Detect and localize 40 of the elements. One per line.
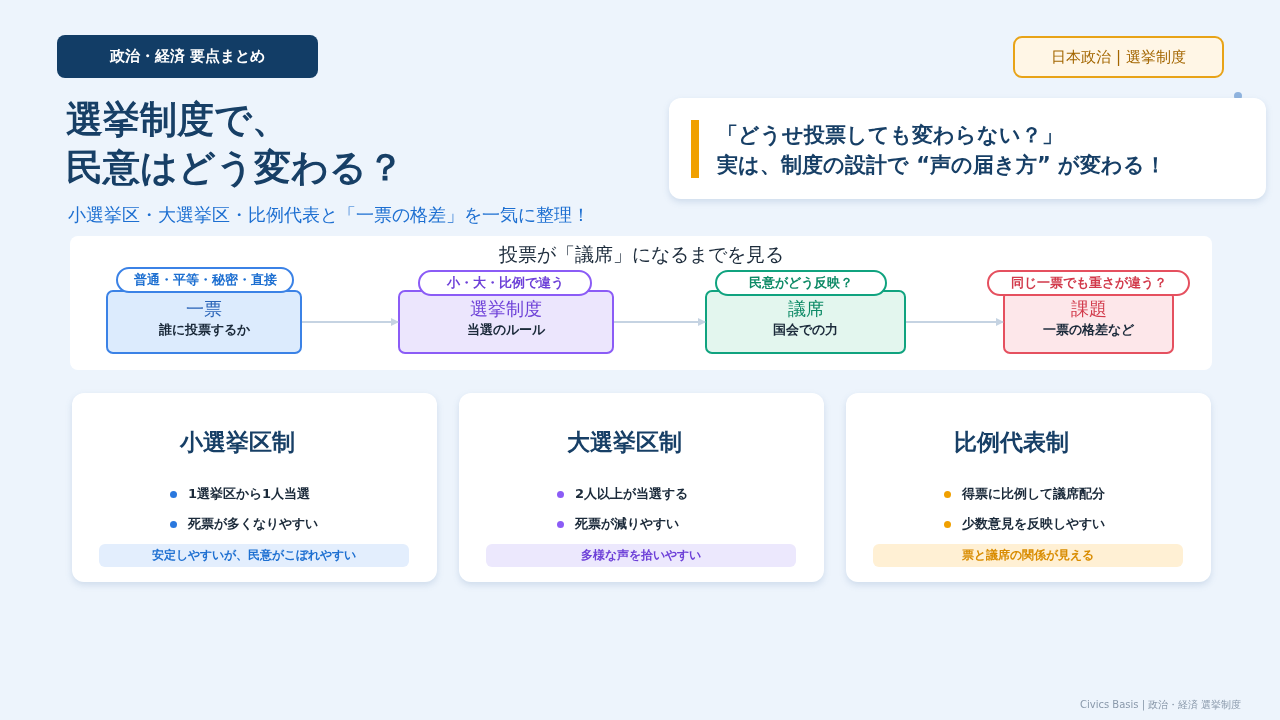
bullet-item: 1選挙区から1人当選 <box>170 485 318 503</box>
card-heading: 大選挙区制 <box>565 428 683 457</box>
tag-pill: 民意がどう反映？ <box>715 270 887 296</box>
footer-text: Civics Basis | 政治・経済 選挙制度 <box>1080 698 1242 712</box>
title: 選挙制度で、民意はどう変わる？ <box>66 97 405 191</box>
header-badge: 政治・経済 要点まとめ <box>57 35 318 78</box>
box-title: 一票 <box>186 298 222 320</box>
note-banner: 多様な声を拾いやすい <box>486 544 796 567</box>
flow-panel <box>70 236 1212 370</box>
card-heading: 小選挙区制 <box>178 428 296 457</box>
card-heading: 比例代表制 <box>952 428 1070 457</box>
tag-pill: 普通・平等・秘密・直接 <box>116 267 294 293</box>
arrow <box>905 318 1004 326</box>
box-title: 議席 <box>787 298 824 320</box>
info-card <box>846 393 1211 582</box>
tag-pill: 同じ一票でも重さが違う？ <box>987 270 1190 296</box>
box-subtitle: 一票の格差など <box>1043 321 1134 339</box>
bullet-item: 少数意見を反映しやすい <box>944 515 1105 533</box>
box-title: 選挙制度 <box>470 298 542 320</box>
panel-title: 投票が「議席」になるまでを見る <box>497 242 785 267</box>
quote-card <box>669 98 1266 199</box>
bullet-item: 2人以上が当選する <box>557 485 689 503</box>
arrow <box>613 318 706 326</box>
bullet-item: 死票が減りやすい <box>557 515 689 533</box>
subtitle: 小選挙区・大選挙区・比例代表と「一票の格差」を一気に整理！ <box>68 203 590 227</box>
info-card <box>72 393 437 582</box>
bullet-item: 得票に比例して議席配分 <box>944 485 1105 503</box>
box-subtitle: 国会での力 <box>773 321 838 339</box>
note-banner: 安定しやすいが、民意がこぼれやすい <box>99 544 409 567</box>
bullet-item: 死票が多くなりやすい <box>170 515 318 533</box>
arrow <box>301 318 399 326</box>
info-card <box>459 393 824 582</box>
box-subtitle: 当選のルール <box>467 321 545 339</box>
tag-pill: 小・大・比例で違う <box>418 270 592 296</box>
category-tag: 日本政治 | 選挙制度 <box>1013 36 1224 78</box>
quote-text: 「どうせ投票しても変わらない？」 <box>717 122 1063 149</box>
box-title: 課題 <box>1070 298 1107 320</box>
box-subtitle: 誰に投票するか <box>158 321 250 339</box>
quote-text: 実は、制度の設計で “声の届き方” が変わる！ <box>717 152 1167 179</box>
note-banner: 票と議席の関係が見える <box>873 544 1183 567</box>
